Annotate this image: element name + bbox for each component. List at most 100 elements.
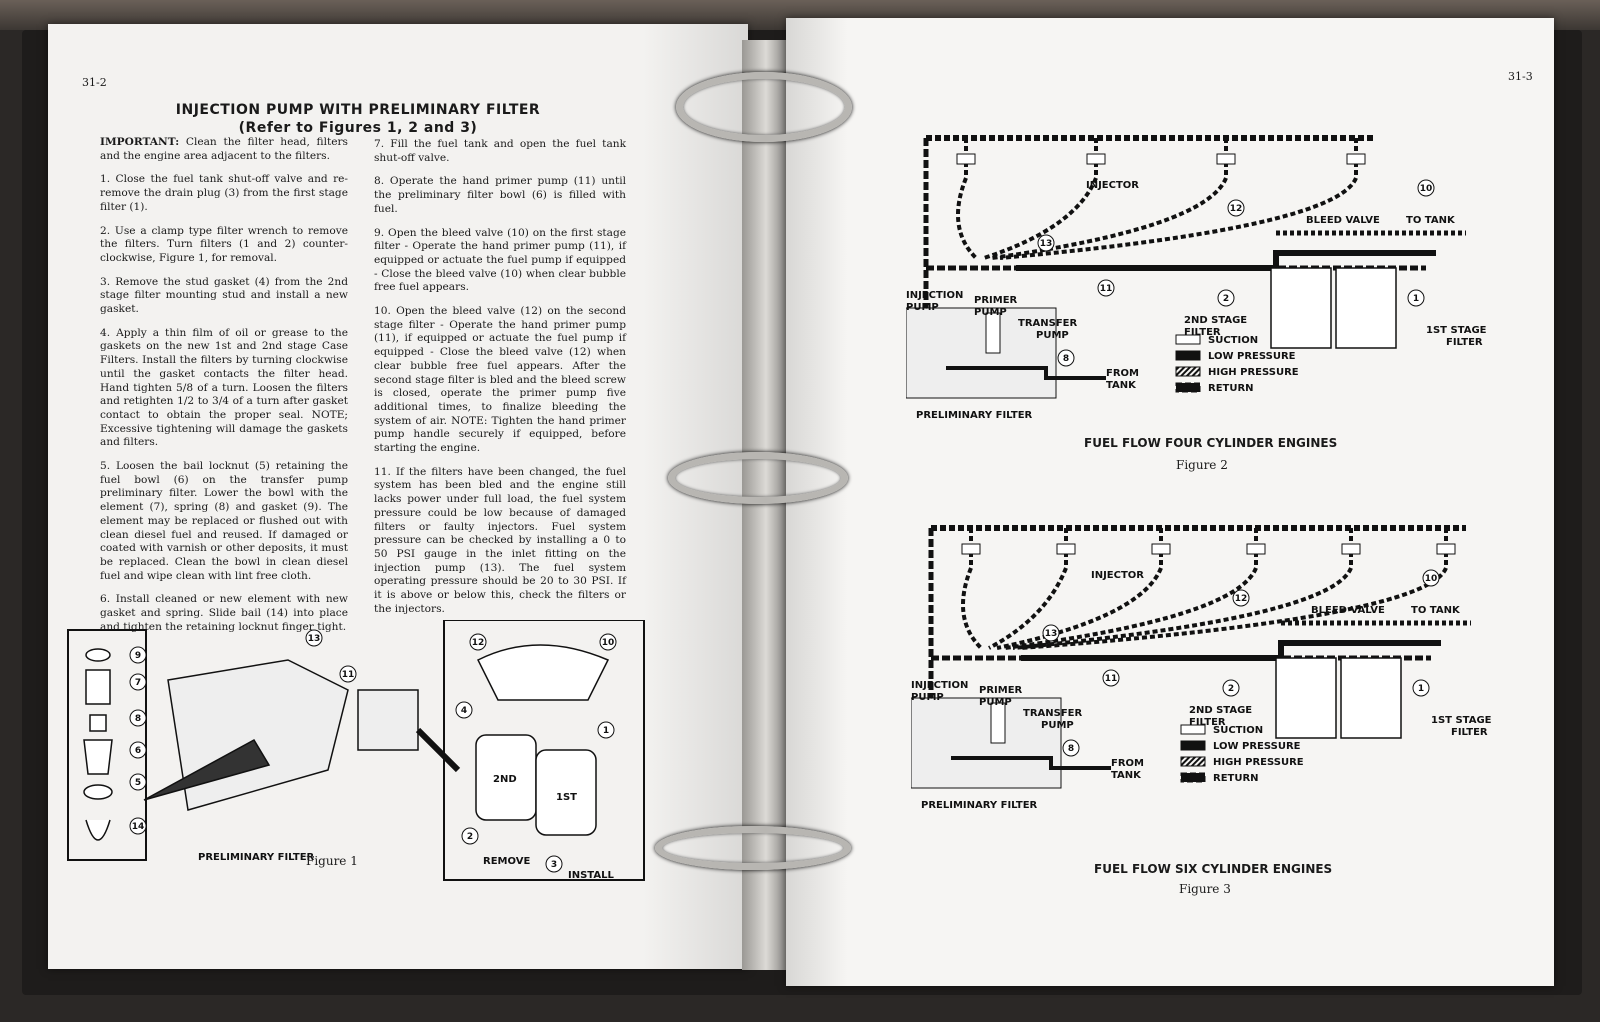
- label-bleed-valve: BLEED VALVE: [1306, 215, 1380, 226]
- svg-text:11: 11: [1105, 674, 1118, 684]
- step-8: 8. Operate the hand primer pump (11) unt…: [374, 175, 626, 215]
- svg-text:10: 10: [602, 638, 615, 648]
- step-11: 11. If the filters have been changed, th…: [374, 465, 626, 615]
- binder-ring-bottom: [655, 826, 851, 870]
- legend-low-pressure: LOW PRESSURE: [1208, 351, 1296, 362]
- svg-text:13: 13: [1040, 239, 1053, 249]
- label-2nd-stage: 2ND STAGE: [1189, 705, 1252, 716]
- svg-text:11: 11: [1100, 284, 1113, 294]
- svg-text:10: 10: [1420, 184, 1433, 194]
- svg-text:9: 9: [135, 651, 141, 661]
- right-column: 7. Fill the fuel tank and open the fuel …: [374, 138, 626, 627]
- callout-2: [1217, 289, 1235, 307]
- label-injection-pump-2: PUMP: [906, 302, 939, 313]
- label-to-tank: TO TANK: [1406, 215, 1456, 226]
- step-5: 5. Loosen the bail locknut (5) retaining…: [100, 460, 348, 582]
- step-7: 7. Fill the fuel tank and open the fuel …: [374, 138, 626, 164]
- label-injection-pump: INJECTION: [906, 290, 963, 301]
- label-1st-filter: FILTER: [1446, 337, 1483, 348]
- figure-2-caption: Figure 2: [1176, 458, 1228, 472]
- label-injector: INJECTOR: [1086, 180, 1139, 191]
- label-transfer-pump: TRANSFER: [1018, 318, 1077, 329]
- label-transfer-pump-2: PUMP: [1036, 330, 1069, 341]
- label-2nd-filter: FILTER: [1184, 327, 1221, 338]
- svg-text:6: 6: [135, 746, 141, 756]
- svg-text:4: 4: [461, 706, 467, 716]
- legend-suction: SUCTION: [1208, 335, 1258, 346]
- label-2nd-stage: 2ND STAGE: [1184, 315, 1247, 326]
- svg-text:2: 2: [467, 832, 473, 842]
- label-injection-pump: INJECTION: [911, 680, 968, 691]
- legend-high-pressure: HIGH PRESSURE: [1208, 367, 1299, 378]
- step-1: 1. Close the fuel tank shut-off valve an…: [100, 173, 348, 213]
- callout-12: [1227, 199, 1245, 217]
- figure-1-illustration: 9 7 8 6 5 14 13 11 12 10 4 1 2 3 PRELIMI…: [67, 620, 645, 881]
- label-injection-pump-2: PUMP: [911, 692, 944, 703]
- svg-text:12: 12: [1230, 204, 1243, 214]
- label-2nd: 2ND: [493, 774, 517, 785]
- label-from-tank: FROM: [1106, 368, 1139, 379]
- label-1st: 1ST: [556, 792, 577, 803]
- legend-low-pressure: LOW PRESSURE: [1213, 741, 1301, 752]
- binder-ring-top: [676, 72, 852, 142]
- legend-return: RETURN: [1213, 773, 1259, 784]
- svg-text:1: 1: [1418, 684, 1424, 694]
- callout-11: [1102, 669, 1120, 687]
- label-preliminary-filter: PRELIMINARY FILTER: [921, 800, 1038, 811]
- figure-1-caption: Figure 1: [306, 854, 358, 868]
- step-3: 3. Remove the stud gasket (4) from the 2…: [100, 275, 348, 316]
- svg-text:12: 12: [1235, 594, 1248, 604]
- label-1st-stage: 1ST STAGE: [1431, 715, 1492, 726]
- section-title: INJECTION PUMP WITH PRELIMINARY FILTER: [175, 102, 541, 118]
- page-number: 31-3: [1508, 70, 1533, 83]
- callout-8: [1062, 739, 1080, 757]
- label-remove: REMOVE: [483, 856, 530, 867]
- binder-spine: [742, 40, 790, 970]
- legend-high-pressure: HIGH PRESSURE: [1213, 757, 1304, 768]
- label-injector: INJECTOR: [1091, 570, 1144, 581]
- svg-text:13: 13: [1045, 629, 1058, 639]
- label-from-tank: FROM: [1111, 758, 1144, 769]
- svg-text:8: 8: [1063, 354, 1069, 364]
- svg-text:2: 2: [1228, 684, 1234, 694]
- label-1st-filter: FILTER: [1451, 727, 1488, 738]
- figure-3-caption: Figure 3: [1179, 882, 1231, 896]
- svg-text:7: 7: [135, 678, 141, 688]
- label-transfer-pump-2: PUMP: [1041, 720, 1074, 731]
- svg-text:5: 5: [135, 778, 141, 788]
- step-6: 6. Install cleaned or new element with n…: [100, 593, 348, 633]
- step-2: 2. Use a clamp type filter wrench to rem…: [100, 224, 348, 264]
- svg-text:3: 3: [551, 860, 557, 870]
- legend-suction: SUCTION: [1213, 725, 1263, 736]
- label-preliminary-filter: PRELIMINARY FILTER: [198, 852, 315, 863]
- page-number: 31-2: [82, 76, 107, 89]
- label-to-tank: TO TANK: [1411, 605, 1461, 616]
- callout-13: [1037, 234, 1055, 252]
- svg-text:8: 8: [1068, 744, 1074, 754]
- left-column: IMPORTANT: Clean the filter head, filter…: [100, 136, 348, 645]
- left-page: 31-2 INJECTION PUMP WITH PRELIMINARY FIL…: [48, 24, 748, 969]
- callout-2: [1222, 679, 1240, 697]
- label-primer-pump: PRIMER: [979, 685, 1023, 696]
- svg-text:11: 11: [342, 670, 355, 680]
- svg-text:12: 12: [472, 638, 485, 648]
- label-2nd-filter: FILTER: [1189, 717, 1226, 728]
- callout-12: [1232, 589, 1250, 607]
- figure-2-title: FUEL FLOW FOUR CYLINDER ENGINES: [1084, 436, 1338, 450]
- callout-11: [1097, 279, 1115, 297]
- svg-text:1: 1: [1413, 294, 1419, 304]
- callout-10: [1422, 569, 1440, 587]
- callout-13: [1042, 624, 1060, 642]
- important-text: Clean the filter head, filters and the e…: [100, 136, 348, 162]
- svg-text:2: 2: [1223, 294, 1229, 304]
- label-preliminary-filter: PRELIMINARY FILTER: [916, 410, 1033, 421]
- step-4: 4. Apply a thin film of oil or grease to…: [100, 326, 348, 449]
- label-from-tank-2: TANK: [1111, 770, 1142, 781]
- svg-text:14: 14: [132, 822, 145, 832]
- important-label: IMPORTANT:: [100, 136, 180, 148]
- callout-8: [1057, 349, 1075, 367]
- svg-text:13: 13: [308, 634, 321, 644]
- svg-text:10: 10: [1425, 574, 1438, 584]
- figure-3-title: FUEL FLOW SIX CYLINDER ENGINES: [1094, 862, 1333, 876]
